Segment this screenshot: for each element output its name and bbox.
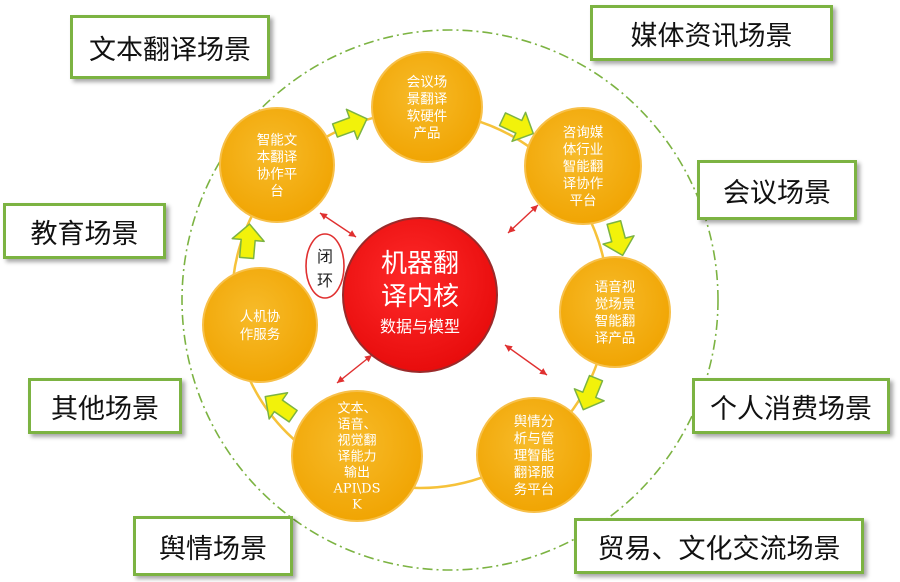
- link-arrow-core-opinion: [504, 344, 548, 376]
- node-api-sdk-line: API\DS: [333, 482, 381, 497]
- link-arrow-core-text: [319, 212, 357, 238]
- node-api-sdk-line: 文本、: [337, 402, 376, 417]
- core-subtitle: 数据与模型: [380, 317, 460, 336]
- node-consulting-media-line: 体行业: [563, 142, 604, 158]
- node-human-machine-line: 作服务: [240, 327, 281, 343]
- scene-personal-consumption: 个人消费场景: [692, 378, 890, 434]
- link-arrow-core-api: [336, 354, 373, 384]
- core-circle: [342, 217, 498, 373]
- node-public-opinion-line: 理智能: [514, 448, 555, 464]
- scene-education: 教育场景: [3, 203, 166, 259]
- core-title-line1: 机器翻: [381, 249, 459, 279]
- scene-public-opinion: 舆情场景: [133, 516, 293, 576]
- node-speech-vision-line: 觉场景: [595, 296, 636, 312]
- node-text-collab-line: 协作平: [257, 166, 298, 182]
- link-arrow-core-consulting: [507, 204, 539, 234]
- flow-arrow-human-to-text: [231, 223, 265, 260]
- node-public-opinion-line: 析与管: [514, 431, 555, 447]
- node-consulting-media-line: 咨询媒: [563, 125, 604, 141]
- node-human-machine-line: 人机协: [240, 309, 281, 325]
- flow-arrows: [231, 108, 635, 423]
- node-consulting-media-line: 智能翻: [563, 159, 604, 175]
- scene-meeting: 会议场景: [697, 160, 857, 220]
- scene-media-news: 媒体资讯场景: [590, 5, 833, 61]
- node-speech-vision-line: 语音视: [595, 278, 636, 295]
- link-arrows: [319, 204, 548, 384]
- node-text-collab-line: 智能文: [257, 132, 298, 148]
- node-meeting-hardware-line: 会议场: [407, 74, 448, 90]
- node-meeting-hardware-line: 软硬件: [407, 108, 448, 124]
- flow-arrow-api-to-human: [264, 391, 298, 423]
- loop-label-char2: 环: [317, 271, 333, 290]
- node-public-opinion-line: 务平台: [514, 482, 555, 498]
- flow-arrow-consulting-to-speech: [602, 219, 635, 257]
- scene-other: 其他场景: [28, 378, 182, 434]
- node-speech-vision-line: 智能翻: [595, 313, 636, 329]
- node-api-sdk-line: K: [352, 498, 362, 513]
- node-meeting-hardware-line: 产品: [414, 125, 441, 141]
- core-title-line2: 译内核: [381, 282, 459, 312]
- node-api-sdk-line: 译能力: [337, 450, 376, 465]
- nodes-layer: 会议场景翻译软硬件产品咨询媒体行业智能翻译协作平台语音视觉场景智能翻译产品舆情分…: [202, 51, 671, 522]
- loop-label-ellipse: [305, 233, 345, 299]
- node-meeting-hardware-line: 景翻译: [407, 91, 448, 107]
- node-api-sdk-line: 语音、: [337, 417, 376, 433]
- node-speech-vision-line: 译产品: [595, 330, 636, 346]
- loop-label-char1: 闭: [317, 247, 333, 266]
- flow-arrow-text-to-meeting: [331, 108, 368, 141]
- node-public-opinion-line: 翻译服: [514, 465, 555, 481]
- node-consulting-media-line: 译协作: [563, 176, 604, 192]
- scene-text-translation: 文本翻译场景: [70, 15, 270, 79]
- node-api-sdk-line: 输出: [344, 465, 370, 481]
- node-text-collab-line: 台: [270, 183, 284, 199]
- node-text-collab-line: 本翻译: [257, 149, 298, 165]
- node-consulting-media-line: 平台: [570, 193, 597, 209]
- outer-dashed-ring: [181, 29, 719, 571]
- flow-arrow-meeting-to-consulting: [498, 111, 535, 143]
- node-public-opinion-line: 舆情分: [514, 414, 555, 430]
- scene-trade-culture: 贸易、文化交流场景: [574, 518, 864, 574]
- flow-arrow-speech-to-opinion: [573, 374, 605, 411]
- node-api-sdk-line: 视觉翻: [337, 434, 376, 449]
